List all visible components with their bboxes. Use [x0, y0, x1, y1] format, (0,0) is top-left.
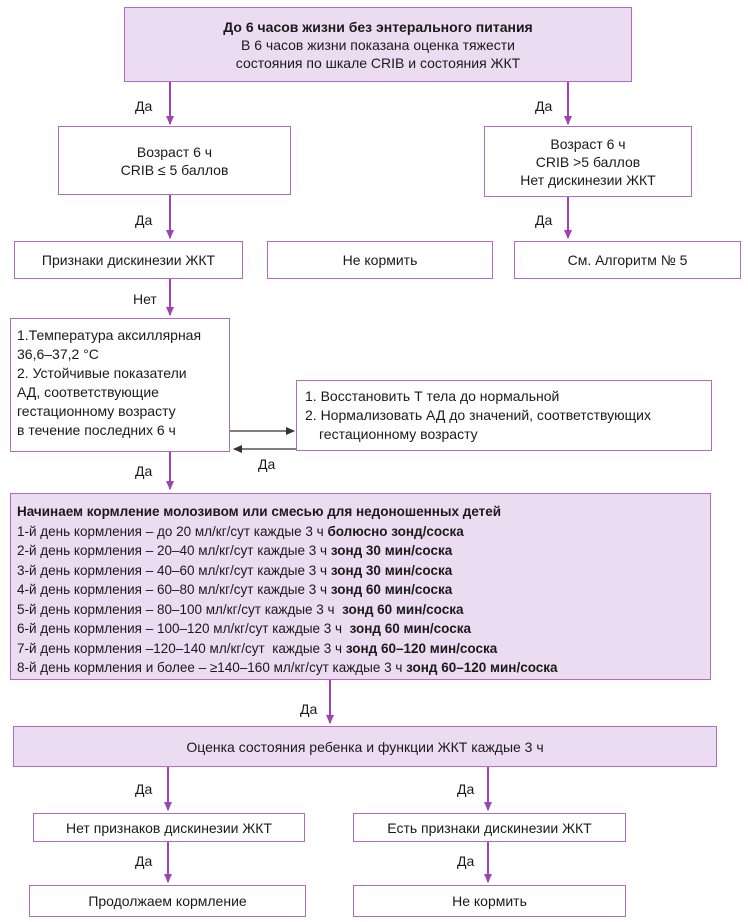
label-yes-9: Да [135, 853, 153, 869]
label-yes-10: Да [457, 853, 475, 869]
no-signs-box: Нет признаков дискинезии ЖКТ [33, 813, 305, 842]
start-box: До 6 часов жизни без энтерального питани… [124, 7, 632, 82]
feeding-day-line: 7-й день кормления –120–140 мл/кг/сут ка… [17, 639, 704, 659]
restore-box: 1. Восстановить Т тела до нормальной 2. … [296, 380, 712, 451]
restore-line-2: 2. Нормализовать АД до значений, соответ… [305, 407, 652, 423]
continue-feeding-text: Продолжаем кормление [88, 893, 247, 909]
has-signs-box: Есть признаки дискинезии ЖКТ [353, 813, 626, 842]
criteria-line-5: гестационному возрасту [17, 403, 176, 419]
dyskinesia-signs-text: Признаки дискинезии ЖКТ [41, 252, 216, 268]
do-not-feed-top-box: Не кормить [267, 241, 493, 279]
criteria-line-2: 36,6–37,2 °С [17, 346, 99, 362]
label-yes-1: Да [135, 98, 153, 114]
right-age-line-2: CRIB >5 баллов [535, 153, 641, 170]
feeding-day-line: 6-й день кормления – 100–120 мл/кг/сут к… [17, 619, 704, 639]
feeding-day-route: зонд 30 мин/соска [330, 543, 453, 558]
feeding-day-line: 1-й день кормления – до 20 мл/кг/сут каж… [17, 522, 704, 542]
feeding-day-line: 8-й день кормления и более – ≥140–160 мл… [17, 658, 704, 678]
feeding-day-route: зонд 60–120 мин/соска [406, 660, 558, 675]
start-title: До 6 часов жизни без энтерального питани… [223, 18, 533, 35]
right-age-box: Возраст 6 ч CRIB >5 баллов Нет дискинези… [484, 126, 692, 197]
label-yes-4: Да [535, 212, 553, 228]
feeding-day-dose: 1-й день кормления – до 20 мл/кг/сут каж… [17, 523, 328, 539]
feeding-day-route: зонд 30 мин/соска [330, 562, 453, 578]
feeding-day-route: зонд 60 мин/соска [349, 621, 471, 636]
label-no: Нет [133, 291, 157, 307]
do-not-feed-bottom-text: Не кормить [452, 893, 527, 909]
left-age-line-2: CRIB ≤ 5 баллов [120, 161, 229, 178]
do-not-feed-bottom-box: Не кормить [353, 885, 626, 917]
assessment-box: Оценка состояния ребенка и функции ЖКТ к… [13, 726, 717, 767]
do-not-feed-top-text: Не кормить [342, 252, 418, 268]
feeding-day-dose: 8-й день кормления и более – ≥140–160 мл… [17, 660, 407, 675]
feeding-day-route: болюсно зонд/соска [327, 523, 464, 539]
see-algorithm-text: См. Алгоритм № 5 [567, 252, 688, 268]
feeding-day-dose: 6-й день кормления – 100–120 мл/кг/сут к… [17, 621, 350, 636]
feeding-box: Начинаем кормление молозивом или смесью … [10, 493, 711, 680]
start-line-1: В 6 часов жизни показана оценка тяжести [241, 36, 515, 53]
see-algorithm-box: См. Алгоритм № 5 [514, 241, 741, 279]
left-age-box: Возраст 6 ч CRIB ≤ 5 баллов [58, 126, 291, 195]
feeding-day-dose: 7-й день кормления –120–140 мл/кг/сут ка… [17, 640, 346, 656]
feeding-day-dose: 2-й день кормления – 20–40 мл/кг/сут каж… [17, 543, 331, 558]
feeding-day-line: 2-й день кормления – 20–40 мл/кг/сут каж… [17, 541, 704, 561]
criteria-line-4: АД, соответствующие [17, 384, 159, 400]
feeding-day-dose: 4-й день кормления – 60–80 мл/кг/сут каж… [17, 582, 331, 597]
label-yes-3: Да [135, 212, 153, 228]
criteria-line-6: в течение последних 6 ч [17, 422, 176, 438]
label-yes-6: Да [300, 701, 318, 717]
left-age-line-1: Возраст 6 ч [136, 143, 213, 160]
no-signs-text: Нет признаков дискинезии ЖКТ [66, 819, 272, 836]
feeding-day-line: 4-й день кормления – 60–80 мл/кг/сут каж… [17, 580, 704, 600]
right-age-line-1: Возраст 6 ч [550, 135, 626, 152]
label-yes-2: Да [535, 98, 553, 114]
feeding-day-route: зонд 60 мин/соска [342, 601, 464, 617]
restore-line-1: 1. Восстановить Т тела до нормальной [305, 388, 560, 404]
feeding-day-dose: 3-й день кормления – 40–60 мл/кг/сут каж… [17, 562, 331, 578]
label-yes-7: Да [135, 781, 153, 797]
assessment-text: Оценка состояния ребенка и функции ЖКТ к… [186, 738, 544, 755]
start-line-2: состояния по шкале CRIB и состояния ЖКТ [235, 54, 521, 71]
criteria-line-3: 2. Устойчивые показатели [17, 365, 187, 381]
has-signs-text: Есть признаки дискинезии ЖКТ [387, 819, 592, 836]
feeding-day-line: 3-й день кормления – 40–60 мл/кг/сут каж… [17, 561, 704, 581]
feeding-title: Начинаем кормление молозивом или смесью … [17, 504, 502, 519]
continue-feeding-box: Продолжаем кормление [29, 885, 306, 917]
restore-line-3: гестационному возрасту [319, 426, 478, 442]
feeding-day-route: зонд 60–120 мин/соска [345, 640, 498, 656]
feeding-day-dose: 5-й день кормления – 80–100 мл/кг/сут ка… [17, 601, 343, 617]
feeding-days-list: 1-й день кормления – до 20 мл/кг/сут каж… [17, 522, 704, 678]
feeding-day-line: 5-й день кормления – 80–100 мл/кг/сут ка… [17, 600, 704, 620]
criteria-line-1: 1.Температура аксиллярная [17, 327, 202, 343]
feeding-day-route: зонд 60 мин/соска [330, 582, 453, 597]
right-age-line-3: Нет дискинезии ЖКТ [520, 171, 656, 188]
criteria-box: 1.Температура аксиллярная 36,6–37,2 °С 2… [10, 318, 230, 452]
label-yes-5: Да [135, 463, 153, 479]
label-yes-back: Да [258, 456, 276, 472]
dyskinesia-signs-box: Признаки дискинезии ЖКТ [14, 241, 243, 279]
label-yes-8: Да [457, 781, 475, 797]
